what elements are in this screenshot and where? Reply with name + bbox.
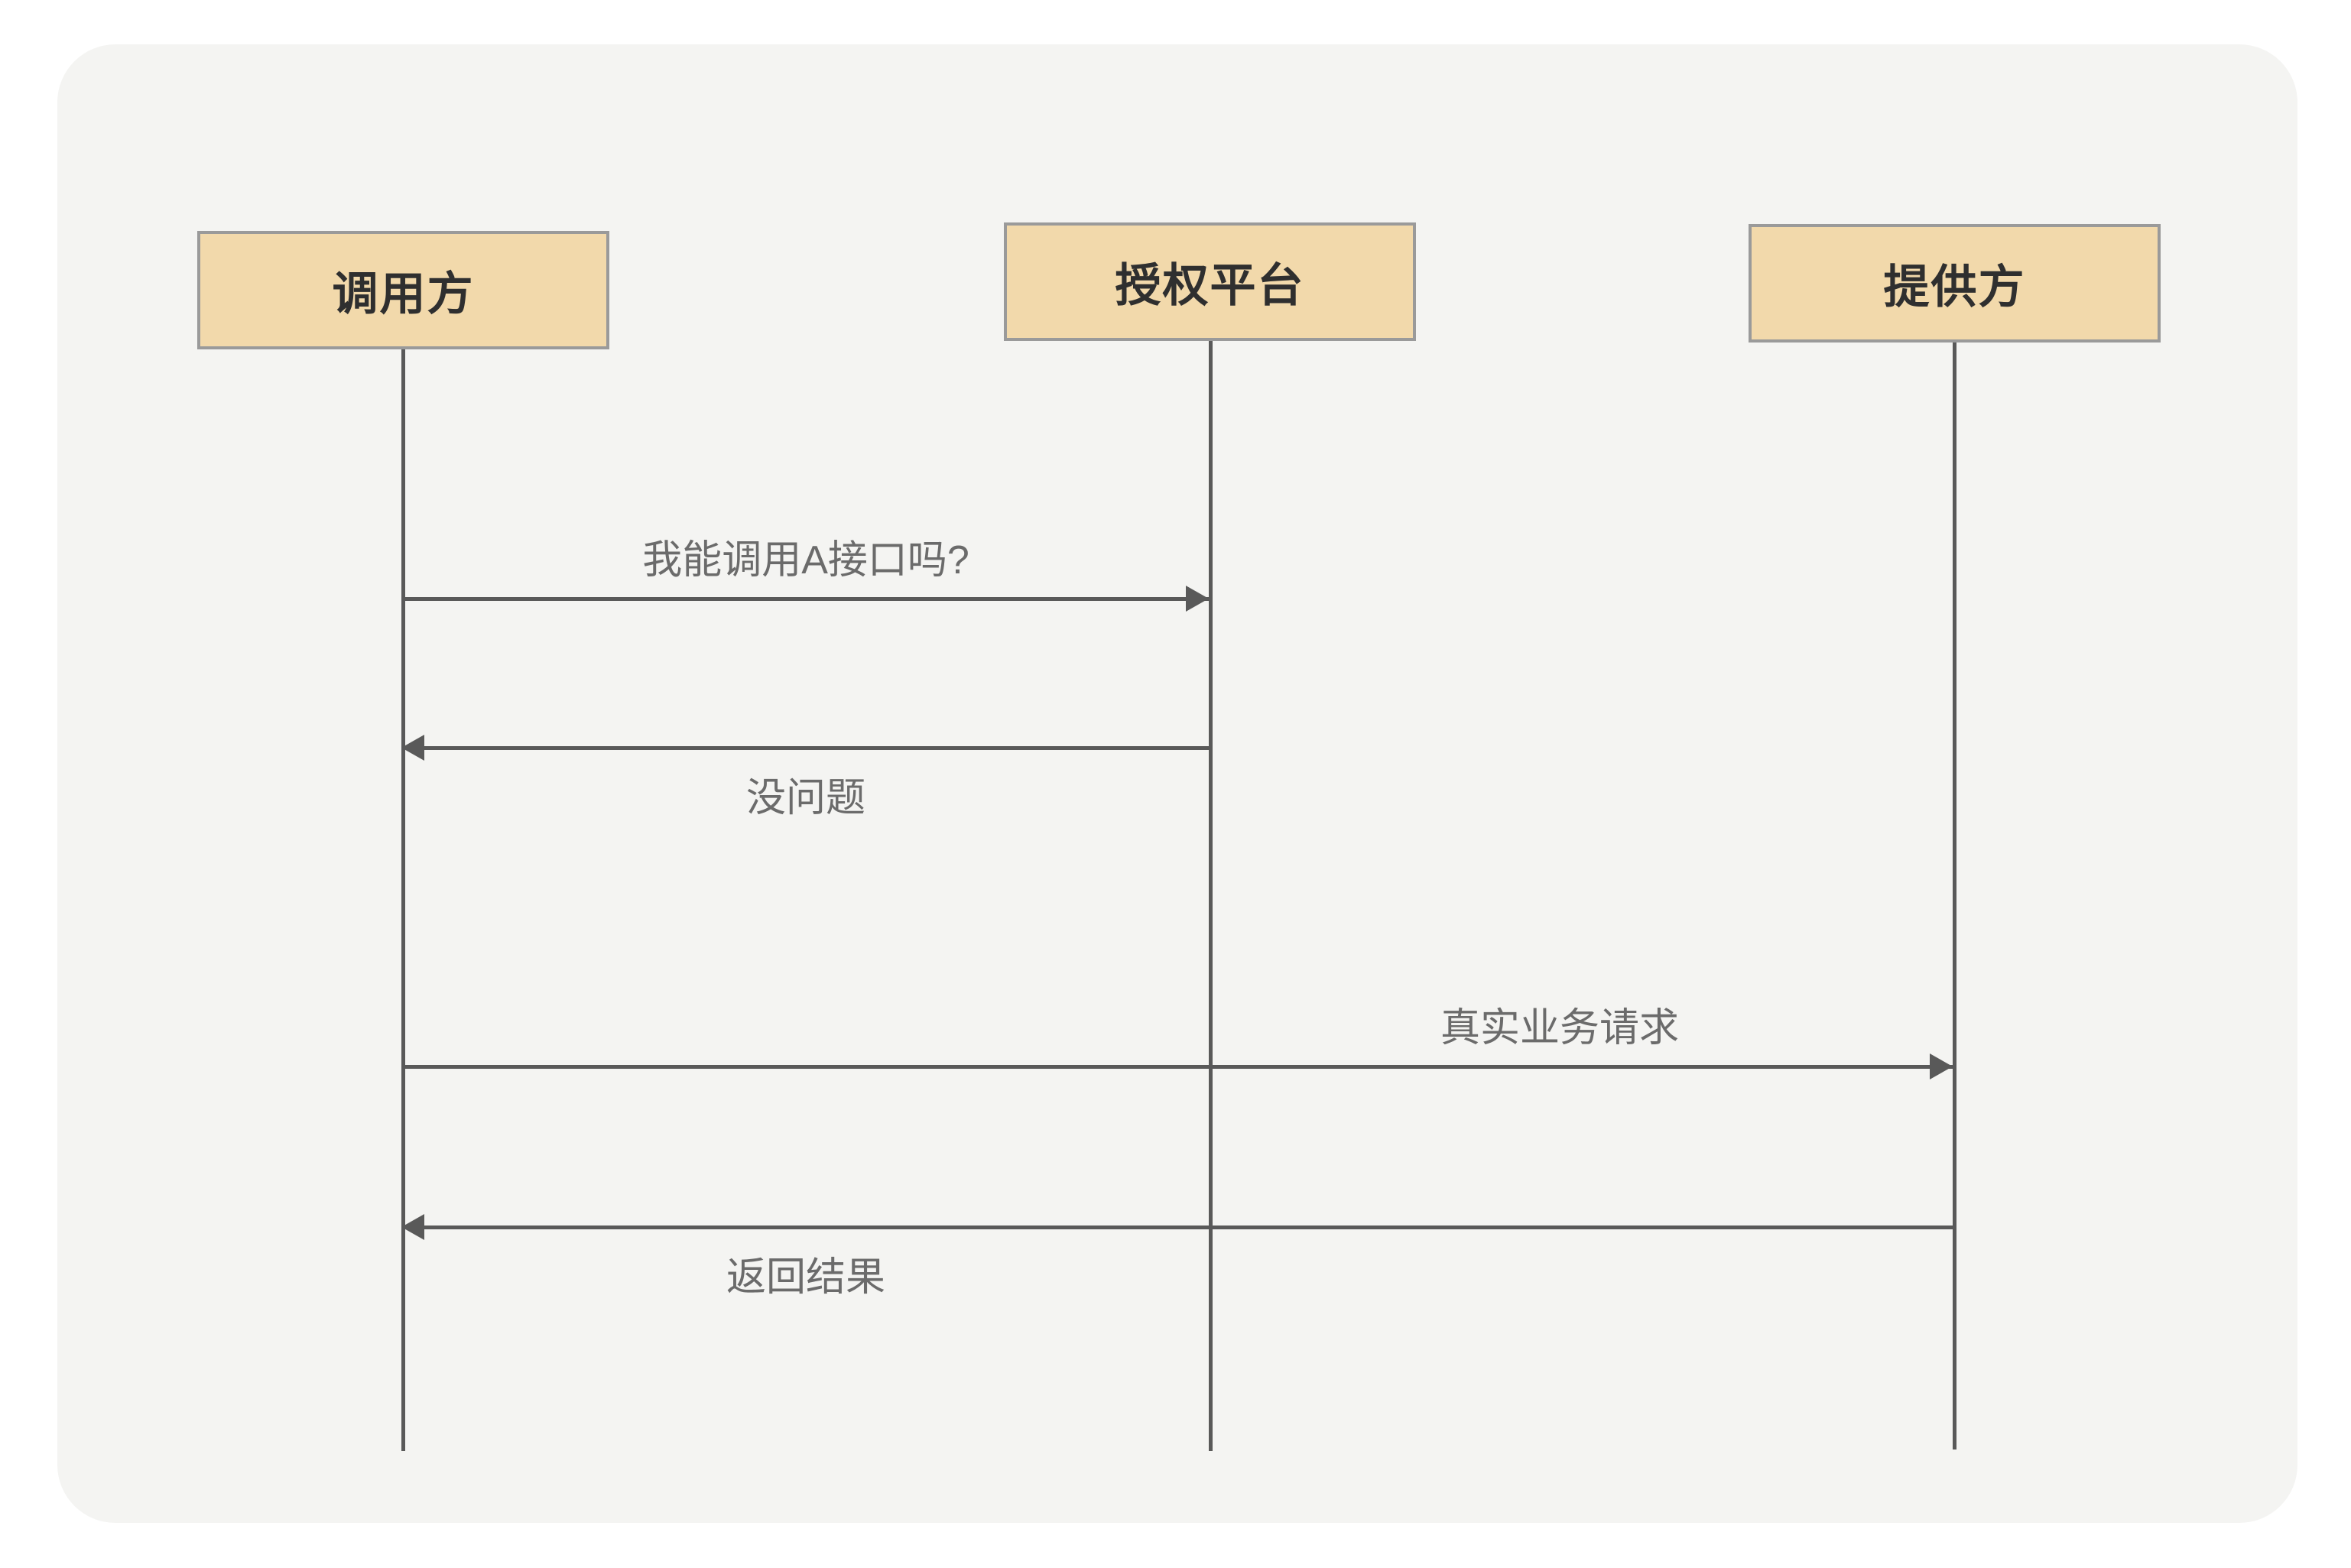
diagram-card: 调用方 授权平台 提供方 我能调用A接口吗? 没问题 真实业务请求 返回结果	[57, 44, 2297, 1523]
actor-label-provider: 提供方	[1883, 261, 2026, 313]
arrowhead-left-2	[401, 735, 424, 761]
actor-label-platform: 授权平台	[1115, 260, 1305, 311]
arrowhead-left-4	[401, 1214, 424, 1240]
message-label-1: 我能调用A接口吗?	[642, 538, 969, 583]
lifeline-platform	[1209, 336, 1213, 1451]
message-label-4: 返回结果	[726, 1255, 886, 1300]
actor-label-caller: 调用方	[332, 268, 475, 320]
message-label-3: 真实业务请求	[1440, 1006, 1680, 1050]
actor-box-platform[interactable]: 授权平台	[1004, 222, 1416, 341]
sequence-diagram-canvas: 调用方 授权平台 提供方 我能调用A接口吗? 没问题 真实业务请求 返回结果	[57, 44, 2297, 1523]
arrowhead-right-3	[1930, 1053, 1953, 1079]
actor-box-provider[interactable]: 提供方	[1749, 224, 2161, 342]
message-line-1	[403, 597, 1209, 601]
message-line-2	[424, 746, 1210, 750]
arrowhead-right-1	[1186, 586, 1209, 612]
message-line-3	[403, 1065, 1953, 1069]
message-label-2: 没问题	[745, 776, 866, 820]
lifeline-caller	[401, 349, 405, 1451]
lifeline-provider	[1953, 338, 1956, 1450]
actor-box-caller[interactable]: 调用方	[197, 231, 609, 349]
message-line-4	[424, 1226, 1954, 1229]
